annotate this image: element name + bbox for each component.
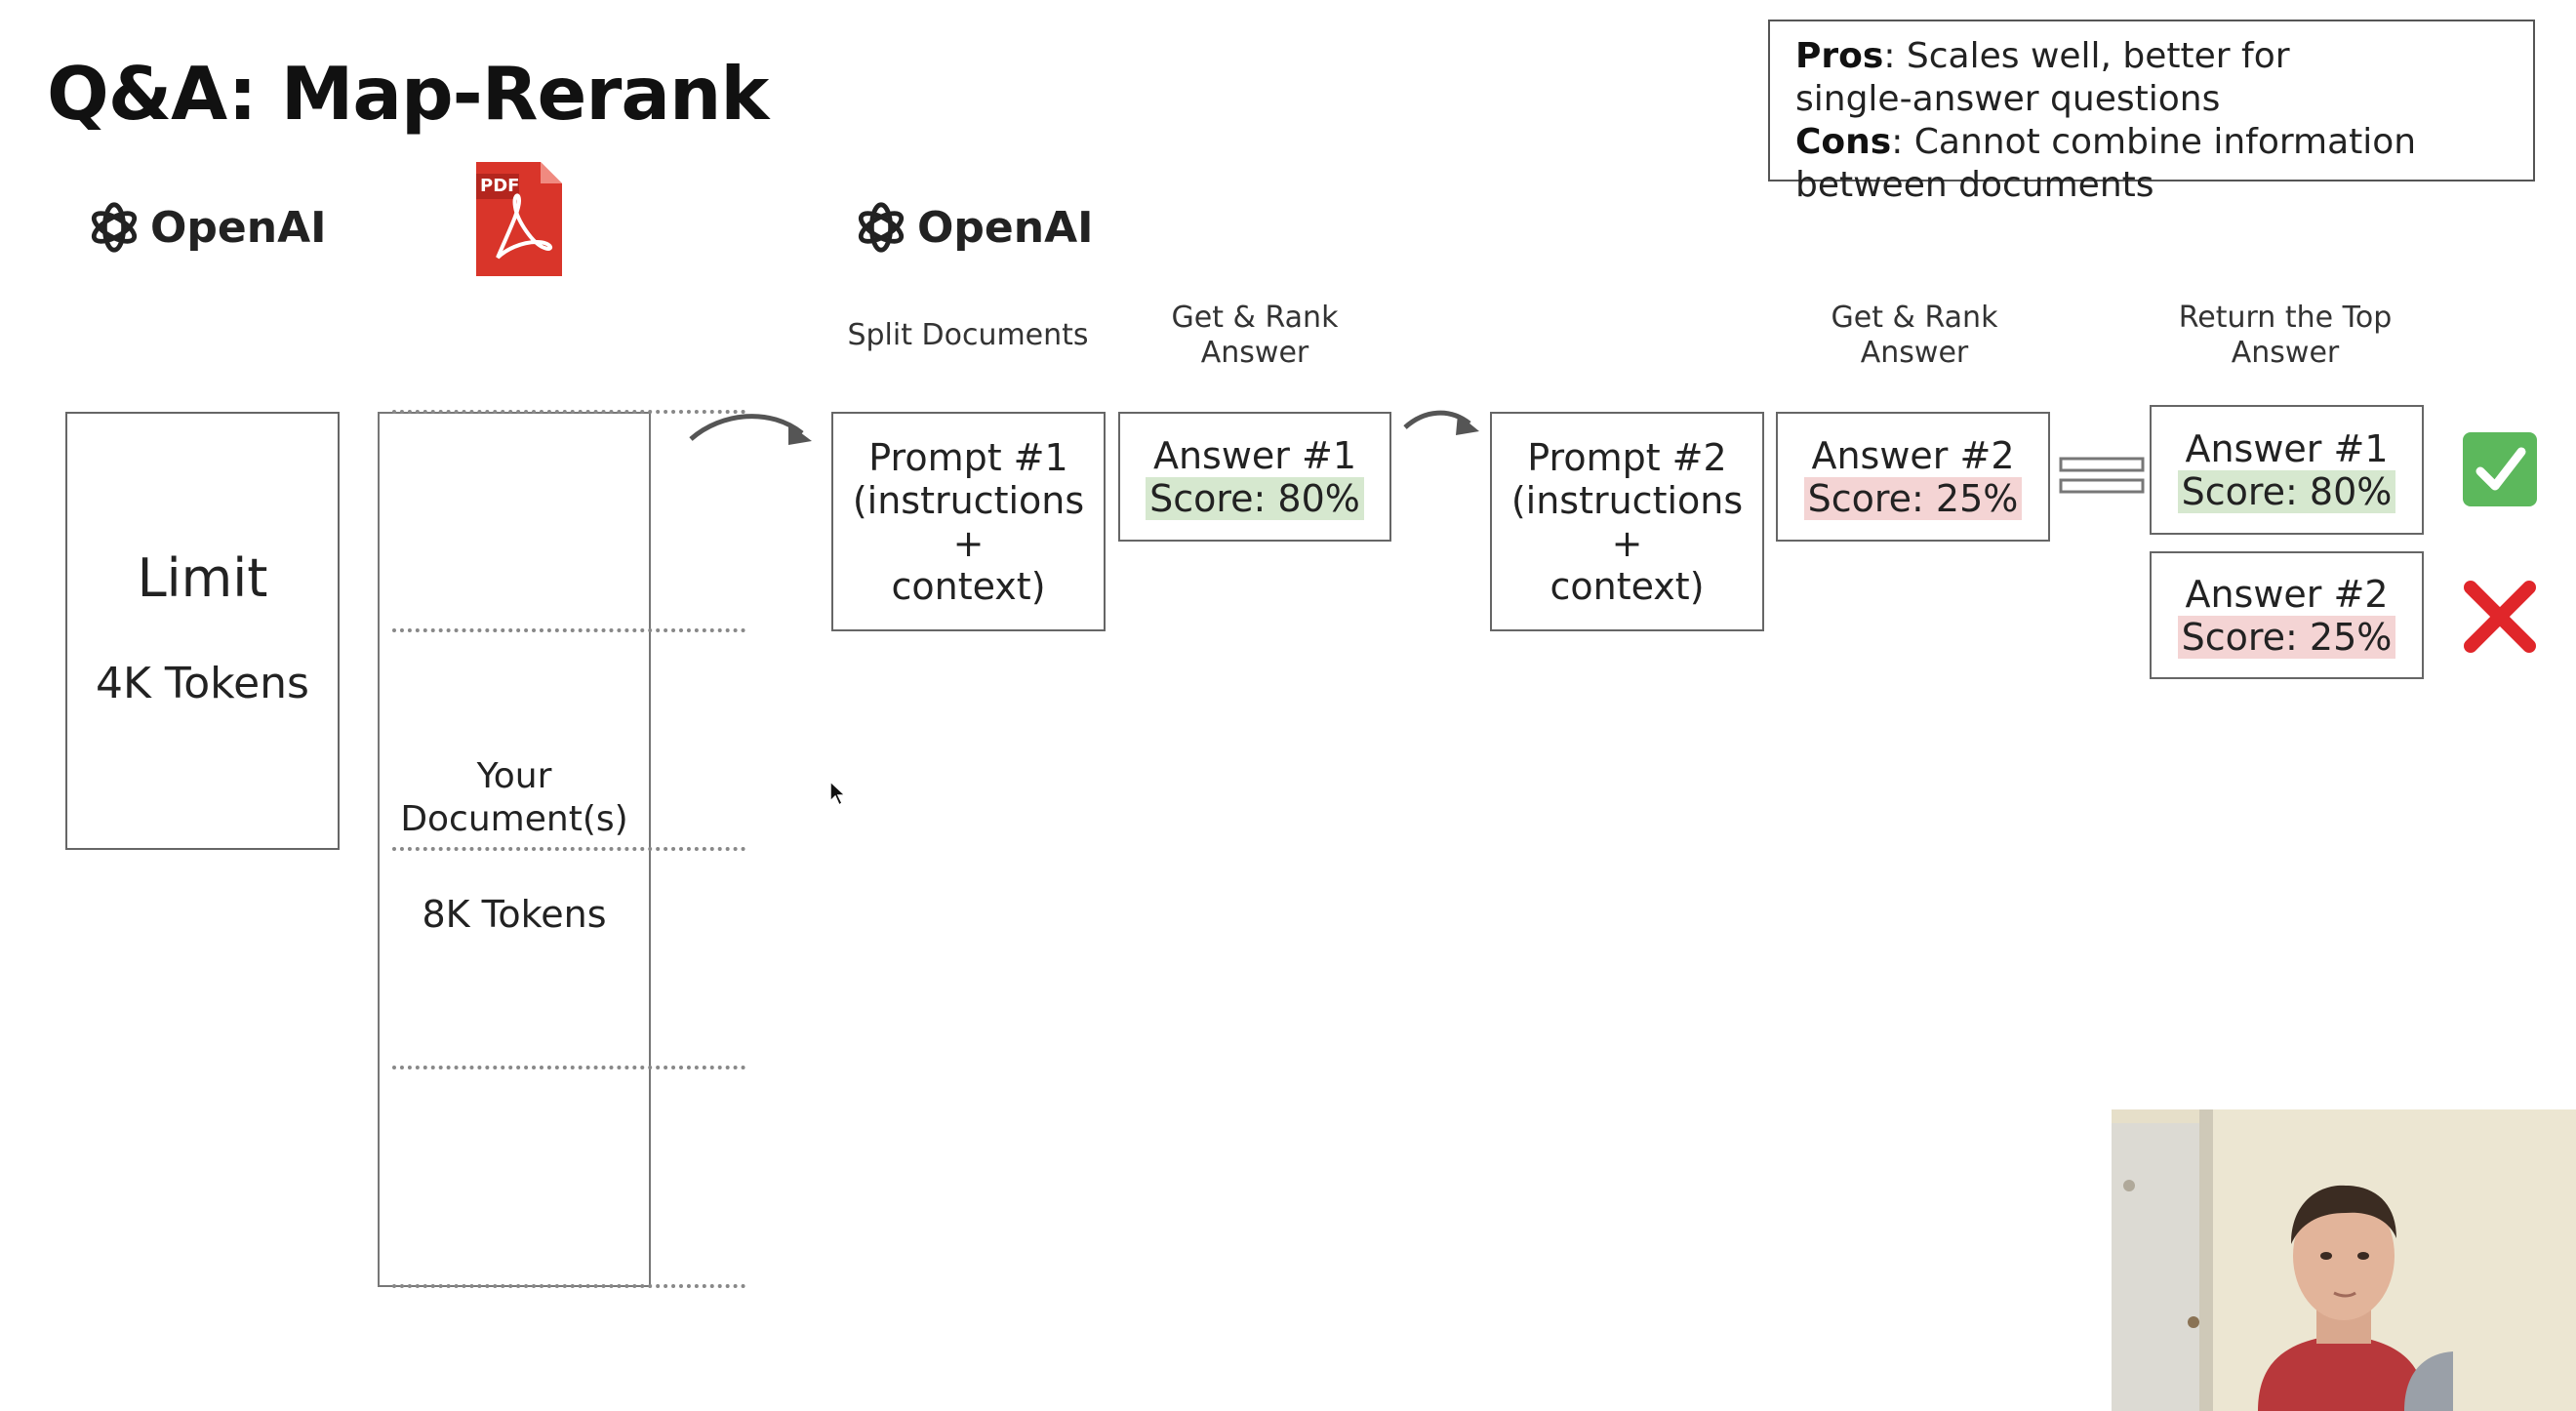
caption-return-top: Return the Top Answer: [2149, 301, 2422, 371]
caption-return-top-line2: Answer: [2231, 336, 2340, 370]
document-tokens: 8K Tokens: [422, 893, 607, 936]
caption-split-documents: Split Documents: [847, 318, 1089, 352]
pros-text: : Scales well, better for: [1883, 36, 2290, 76]
check-icon: [2463, 432, 2537, 506]
ranked-answer-1-label: Answer #1: [2185, 426, 2389, 470]
answer-1-label: Answer #1: [1152, 433, 1357, 477]
curved-arrow-icon: [1403, 410, 1479, 435]
openai-logo-left: OpenAI: [86, 199, 327, 256]
prompt-1-line1: Prompt #1: [868, 435, 1068, 479]
curved-arrow-icon: [689, 414, 812, 445]
prompt-1-line2: (instructions +: [852, 478, 1085, 565]
document-label-line2: Document(s): [400, 799, 628, 839]
pros-label: Pros: [1795, 36, 1884, 76]
chunk-divider: [392, 847, 745, 851]
cross-icon: [2463, 580, 2537, 654]
answer-1-score: Score: 80%: [1146, 476, 1364, 520]
answer-1-box: Answer #1 Score: 80%: [1118, 412, 1391, 542]
caption-get-rank-2-line1: Get & Rank: [1831, 301, 1998, 335]
prompt-2-line2: (instructions +: [1510, 478, 1744, 565]
ranked-answer-1-box: Answer #1 Score: 80%: [2150, 405, 2424, 535]
prompt-1-line3: context): [891, 564, 1046, 608]
equals-icon: [2059, 457, 2145, 494]
openai-wordmark-right: OpenAI: [917, 202, 1094, 253]
cons-label: Cons: [1795, 122, 1892, 162]
ranked-answer-2-box: Answer #2 Score: 25%: [2150, 551, 2424, 679]
document-label: Your Document(s): [378, 755, 651, 841]
limit-title: Limit: [137, 546, 268, 609]
caption-get-rank-1: Get & Rank Answer: [1118, 301, 1391, 371]
ranked-answer-2-label: Answer #2: [2185, 572, 2389, 616]
pdf-icon: PDF: [476, 162, 562, 276]
presenter-webcam: [2112, 1109, 2576, 1411]
answer-2-box: Answer #2 Score: 25%: [1776, 412, 2050, 542]
chunk-divider: [392, 1284, 745, 1288]
prompt-2-box: Prompt #2 (instructions + context): [1490, 412, 1764, 631]
openai-logo-icon: [91, 202, 138, 253]
limit-box: Limit 4K Tokens: [65, 412, 340, 850]
openai-logo-right: OpenAI: [853, 199, 1094, 256]
caption-get-rank-2-line2: Answer: [1860, 336, 1969, 370]
pros-cons-box: Pros: Scales well, better for single-ans…: [1768, 20, 2535, 205]
ranked-answer-1-score: Score: 80%: [2177, 469, 2396, 513]
slide-title: Q&A: Map-Rerank: [47, 51, 769, 137]
pros-text-2: single-answer questions: [1795, 79, 2221, 119]
answer-2-score: Score: 25%: [1803, 476, 2023, 520]
ranked-answer-2-score: Score: 25%: [2177, 615, 2396, 659]
openai-logo-icon: [858, 202, 905, 253]
chunk-divider: [392, 628, 745, 632]
chunk-divider: [392, 410, 745, 414]
chunk-divider: [392, 1066, 745, 1069]
pdf-label: PDF: [480, 176, 520, 196]
prompt-2-line1: Prompt #2: [1527, 435, 1727, 479]
cursor-icon: [829, 781, 847, 806]
prompt-1-box: Prompt #1 (instructions + context): [831, 412, 1106, 631]
caption-get-rank-1-line2: Answer: [1200, 336, 1309, 370]
document-label-line1: Your: [476, 756, 552, 796]
cons-text-2: between documents: [1795, 165, 2154, 205]
cons-text: : Cannot combine information: [1891, 122, 2417, 162]
caption-get-rank-2: Get & Rank Answer: [1778, 301, 2051, 371]
limit-tokens: 4K Tokens: [96, 658, 309, 708]
caption-get-rank-1-line1: Get & Rank: [1171, 301, 1339, 335]
prompt-2-line3: context): [1550, 564, 1705, 608]
openai-wordmark-left: OpenAI: [150, 202, 327, 253]
answer-2-label: Answer #2: [1811, 433, 2015, 477]
caption-return-top-line1: Return the Top: [2178, 301, 2393, 335]
